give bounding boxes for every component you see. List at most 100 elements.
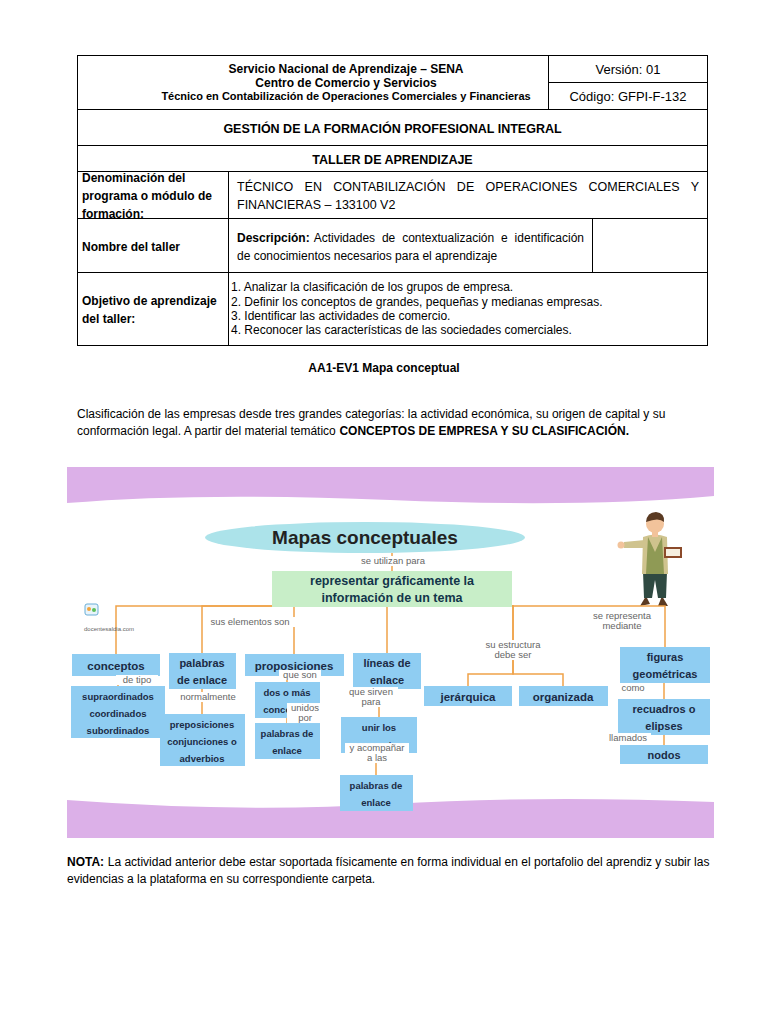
text-wrap: Descripción:Actividades de contextualiza… bbox=[237, 228, 584, 264]
watermark-icon bbox=[85, 604, 98, 615]
concept-box: palabras de enlace bbox=[340, 775, 413, 811]
concept-box: conceptos bbox=[72, 654, 160, 676]
link-phrase: llamados bbox=[605, 733, 651, 743]
cell-text: TALLER DE APRENDIZAJE bbox=[312, 153, 472, 167]
band-white bbox=[67, 496, 714, 808]
connector-line bbox=[663, 683, 665, 699]
text-wrap: Servicio Nacional de Aprendizaje – SENAC… bbox=[148, 62, 544, 104]
link-phrase: y acompañar a las bbox=[345, 743, 409, 763]
book-pages bbox=[666, 549, 680, 556]
link-phrase: de tipo bbox=[116, 675, 158, 685]
book bbox=[664, 547, 682, 558]
pants bbox=[643, 572, 667, 598]
link-phrase: se utilizan para bbox=[352, 556, 434, 566]
pink-band bbox=[67, 467, 714, 838]
pointing-arm bbox=[624, 540, 646, 548]
link-phrase: unidos por bbox=[287, 703, 323, 723]
cell-text: 4. Reconocer las características de las … bbox=[231, 323, 705, 337]
connector-line bbox=[663, 735, 665, 745]
field-value-cell: TÉCNICO EN CONTABILIZACIÓN DE OPERACIONE… bbox=[228, 171, 708, 219]
cell-text: 1. Analizar la clasificación de los grup… bbox=[231, 280, 705, 294]
text-wrap: TALLER DE APRENDIZAJE bbox=[80, 150, 705, 168]
watermark-slot: docentesaldia.com bbox=[84, 617, 144, 635]
concept-text: representar gráficamente la información … bbox=[310, 574, 474, 605]
empty-cell bbox=[592, 218, 708, 273]
field-label-cell: Nombre del taller bbox=[77, 218, 229, 273]
heading-cell: GESTIÓN DE LA FORMACIÓN PROFESIONAL INTE… bbox=[77, 109, 708, 146]
text-wrap: supraordinados coordinados subordinados bbox=[74, 687, 162, 737]
institution-cell: Servicio Nacional de Aprendizaje – SENAC… bbox=[77, 55, 549, 110]
concept-text: nodos bbox=[648, 749, 681, 761]
code-cell: Código: GFPI-F-132 bbox=[548, 82, 708, 110]
concept-box: palabras de enlace bbox=[255, 723, 320, 759]
text-wrap: preposiciones conjunciones o adverbios bbox=[163, 715, 242, 765]
note-text: La actividad anterior debe estar soporta… bbox=[67, 855, 709, 886]
note-heading: NOTA: bbox=[67, 855, 104, 869]
concept-box: preposiciones conjunciones o adverbios bbox=[160, 714, 245, 766]
concept-box: nodos bbox=[620, 745, 708, 764]
text-wrap: jerárquica bbox=[441, 688, 496, 705]
ellipse-shape bbox=[205, 522, 525, 553]
icon-dot bbox=[92, 608, 96, 612]
concept-box: organizada bbox=[519, 686, 608, 706]
hand bbox=[618, 542, 625, 549]
text-wrap: Versión: 01 bbox=[551, 60, 705, 78]
field-label-cell: Objetivo de aprendizaje del taller: bbox=[77, 272, 229, 346]
concept-text: palabras de enlace bbox=[350, 780, 403, 808]
cell-text: GESTIÓN DE LA FORMACIÓN PROFESIONAL INTE… bbox=[223, 122, 561, 136]
watermark-text: docentesaldia.com bbox=[84, 626, 134, 632]
cell-text: Código: GFPI-F-132 bbox=[569, 89, 686, 104]
cell-text: Versión: 01 bbox=[595, 62, 660, 77]
concept-box: jerárquica bbox=[424, 686, 512, 706]
text-wrap: palabras de enlace bbox=[343, 776, 410, 810]
cell-text: Nombre del taller bbox=[82, 240, 180, 254]
concept-text: jerárquica bbox=[441, 691, 496, 703]
concept-box: recuadros o elipses bbox=[618, 699, 710, 735]
cell-text: Centro de Comercio y Servicios bbox=[148, 76, 544, 90]
cell-text: 3. Identificar las actividades de comerc… bbox=[231, 309, 705, 323]
concept-text: conceptos bbox=[87, 660, 145, 672]
connector-line bbox=[202, 606, 392, 653]
cell-text: Técnico en Contabilización de Operacione… bbox=[148, 90, 544, 103]
link-phrase: su estructura debe ser bbox=[481, 640, 545, 660]
icon-dot bbox=[87, 607, 91, 611]
link-phrase: se representa mediante bbox=[584, 611, 660, 631]
concept-text: recuadros o elipses bbox=[633, 703, 696, 732]
text-wrap: recuadros o elipses bbox=[621, 700, 707, 734]
link-phrase: que son bbox=[279, 670, 321, 680]
text-wrap: palabras de enlace bbox=[172, 654, 233, 688]
text-wrap: Objetivo de aprendizaje del taller: bbox=[82, 291, 224, 327]
link-phrase: como bbox=[617, 683, 649, 693]
text-wrap: GESTIÓN DE LA FORMACIÓN PROFESIONAL INTE… bbox=[80, 119, 705, 137]
paragraph-slot: Clasificación de las empresas desde tres… bbox=[77, 405, 705, 439]
text-wrap: Denominación del programa o módulo de fo… bbox=[82, 168, 224, 222]
concept-text: figuras geométricas bbox=[633, 651, 698, 680]
purpose-box: representar gráficamente la información … bbox=[272, 571, 512, 607]
concept-text: palabras de enlace bbox=[177, 657, 227, 686]
concept-text: supraordinados coordinados subordinados bbox=[82, 691, 154, 736]
concept-text: Mapas conceptuales bbox=[272, 527, 458, 548]
text-wrap: Mapas conceptuales bbox=[272, 528, 458, 548]
text-wrap: palabras de enlace bbox=[258, 724, 317, 758]
band-ground bbox=[67, 467, 714, 838]
heading-cell: TALLER DE APRENDIZAJE bbox=[77, 145, 708, 172]
teacher-figure bbox=[618, 512, 683, 606]
concept-box: supraordinados coordinados subordinados bbox=[71, 686, 165, 738]
connector-line bbox=[294, 606, 392, 654]
connector-line bbox=[387, 606, 392, 653]
link-phrase: normalmente bbox=[177, 692, 239, 702]
cell-text: Descripción: bbox=[237, 231, 310, 245]
text-wrap: nodos bbox=[648, 746, 681, 763]
text-wrap: Código: GFPI-F-132 bbox=[551, 87, 705, 105]
connector-line bbox=[116, 606, 392, 654]
cell-text: Servicio Nacional de Aprendizaje – SENA bbox=[148, 62, 544, 76]
objectives-cell: 1. Analizar la clasificación de los grup… bbox=[228, 272, 708, 346]
page-title: AA1-EV1 Mapa conceptual bbox=[308, 361, 459, 375]
concept-text: organizada bbox=[533, 691, 594, 703]
concept-box: líneas de enlace bbox=[353, 653, 421, 689]
cell-text: 2. Definir los conceptos de grandes, peq… bbox=[231, 295, 705, 309]
title-slot: AA1-EV1 Mapa conceptual bbox=[77, 361, 691, 375]
intro-emphasis: CONCEPTOS DE EMPRESA Y SU CLASIFICACIÓN. bbox=[339, 424, 629, 438]
cell-text: Denominación del programa o módulo de fo… bbox=[82, 171, 212, 221]
neck bbox=[652, 532, 658, 537]
